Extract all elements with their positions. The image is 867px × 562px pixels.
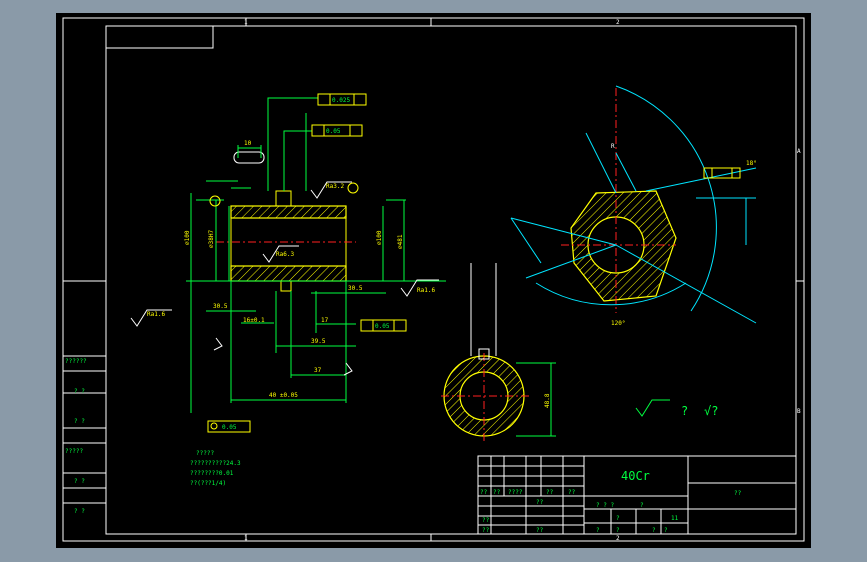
keyway-top [275, 190, 292, 207]
scale-cell-1: ? ? ? [596, 502, 614, 509]
side-table: ?????? ? ? ? ? ????? ? ? ? ? [63, 280, 106, 515]
dim-d-bore: ⌀38H7 [208, 230, 215, 248]
note-line-2: ??????????24.3 [190, 460, 241, 467]
dim-30-5-a: 30.5 [213, 303, 228, 310]
datum-a-top [347, 182, 359, 194]
finish-general: ? [681, 404, 688, 418]
hatch-bottom-wall [230, 265, 347, 282]
gdt-frame-ref[interactable] [360, 319, 407, 332]
title-cell-a5: ?? [568, 489, 576, 496]
sheet-cell-2: ? [616, 527, 620, 534]
sheet-cell-1: ? [596, 527, 600, 534]
gdt-frame-end[interactable] [703, 167, 741, 179]
title-cell-c2: ?? [536, 527, 544, 534]
top-left-label-box [106, 26, 214, 49]
note-line-4: ??(???1/4) [190, 480, 226, 487]
title-cell-a4: ?? [546, 489, 554, 496]
ra-label-d: Ra1.6 [417, 287, 435, 294]
side-cell-6: ? ? [74, 508, 85, 515]
title-cell-a1: ?? [480, 489, 488, 496]
zone-right-a: A [797, 148, 801, 155]
dim-d-right: ⌀481 [397, 234, 404, 249]
title-cell-c1: ?? [482, 527, 490, 534]
scale-cell-2: ? [616, 515, 620, 522]
side-cell-3: ? ? [74, 418, 85, 425]
datum-a-left [209, 195, 221, 207]
cad-drawing: 1 2 1 2 A B ?????? ? ? ? ? ????? ? ? ? ? [62, 17, 805, 542]
zone-bottom-2: 2 [616, 535, 620, 542]
gdt-frame-flatness[interactable] [317, 93, 367, 106]
dim-length-total: 40 ±0.05 [269, 392, 298, 399]
angle-18: 18° [746, 160, 757, 167]
gdt-perp-value: 0.05 [326, 128, 341, 135]
drawing-frame [105, 25, 797, 535]
dim-10: 10 [244, 140, 252, 147]
zone-right-b: B [797, 408, 801, 415]
ra-label-c: Ra3.2 [326, 183, 344, 190]
drawing-viewport[interactable]: 1 2 1 2 A B ?????? ? ? ? ? ????? ? ? ? ? [56, 13, 811, 548]
zone-top-2: 2 [616, 19, 620, 26]
sheet-cell-3: ? [652, 527, 656, 534]
gdt-frame-coax[interactable] [207, 420, 251, 433]
side-cell-2: ? ? [74, 388, 85, 395]
title-cell-b2: ?? [536, 499, 544, 506]
title-right-label: ?? [734, 490, 742, 497]
title-block: 40Cr ?? ?? ?? ???? ?? ?? ?? ?? ?? ?? ? ?… [477, 455, 797, 535]
gdt-ref-value: 0.05 [375, 323, 390, 330]
hatch-top-wall [230, 205, 347, 219]
finish-other: √? [704, 404, 718, 418]
slot-oblong [233, 151, 265, 164]
title-cell-a2: ?? [493, 489, 501, 496]
dim-37: 37 [314, 367, 322, 374]
small-section[interactable]: 48.8 [441, 263, 556, 443]
note-line-1: ????? [196, 450, 214, 457]
sheet-border [62, 17, 805, 542]
ra-label-b: Ra6.3 [276, 251, 294, 258]
gdt-flatness-value: 0.025 [332, 97, 350, 104]
r-label: R [611, 143, 615, 150]
title-cell-b1: ?? [482, 517, 490, 524]
gdt-frame-perp[interactable] [311, 124, 363, 137]
sheet-cell-5: 11 [671, 515, 679, 522]
section-view[interactable]: 0.025 0.05 0.05 0.05 ⌀100 ⌀38H7 ⌀100 ⌀48… [130, 93, 446, 433]
dim-17: 17 [321, 317, 329, 324]
dim-circle-48: 48.8 [544, 393, 551, 408]
dim-d-outer-left: ⌀100 [184, 230, 191, 245]
note-line-3: ????????0.01 [190, 470, 234, 477]
dim-16: 16±0.1 [243, 317, 265, 324]
zone-top-1: 1 [244, 19, 248, 26]
sheet-cell-4: ? [664, 527, 668, 534]
technical-notes: ????? ??????????24.3 ????????0.01 ??(???… [190, 450, 241, 487]
outer-arc [615, 85, 717, 312]
dim-d-mid: ⌀100 [376, 230, 383, 245]
ra-label-a: Ra1.6 [147, 311, 165, 318]
side-cell-4: ????? [65, 448, 83, 455]
side-cell-1: ?????? [65, 358, 87, 365]
dim-30-5-b: 30.5 [348, 285, 363, 292]
zone-bottom-1: 1 [244, 535, 248, 542]
gdt-coax-value: 0.05 [222, 424, 237, 431]
angle-120: 120° [611, 320, 625, 327]
dim-39-5: 39.5 [311, 338, 326, 345]
title-cell-a3: ???? [508, 489, 523, 496]
material-label: 40Cr [621, 469, 650, 483]
scale-cell-3: ? [640, 502, 644, 509]
side-cell-5: ? ? [74, 478, 85, 485]
end-view[interactable]: 18° 120° R [510, 85, 757, 327]
